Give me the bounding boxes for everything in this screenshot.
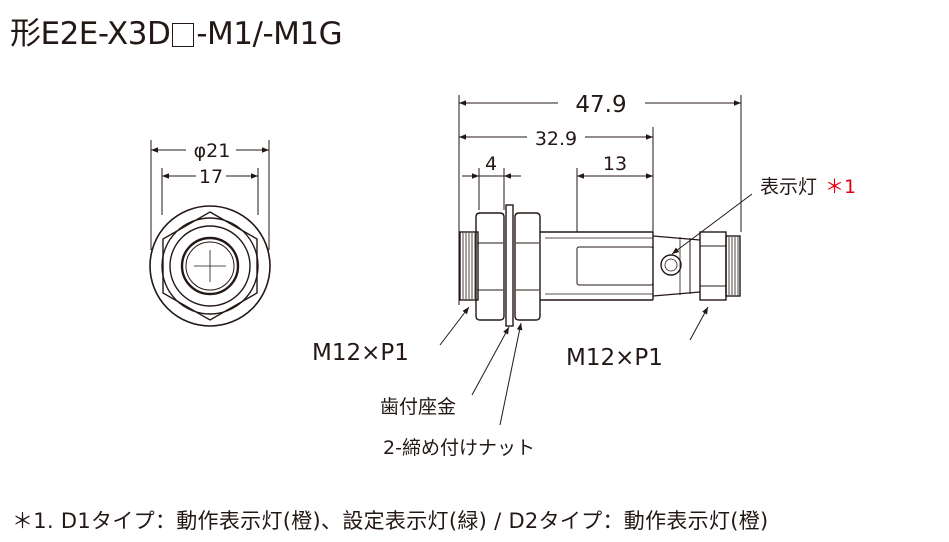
page-title: 形E2E-X3D -M1/-M1G	[10, 8, 343, 53]
thread-left-label: M12×P1	[312, 340, 409, 366]
model-suffix: -M1/-M1G	[196, 16, 343, 52]
indicator-note-mark: ＊1	[825, 176, 856, 198]
thread-right-label: M12×P1	[566, 345, 663, 371]
side-view	[439, 95, 753, 426]
toothed-washer-label: 歯付座金	[380, 396, 456, 418]
dim-body-length-label: 32.9	[535, 128, 577, 150]
indicator-label: 表示灯＊1	[760, 176, 856, 198]
footnote: ＊1. D1タイプ：動作表示灯(橙)、設定表示灯(緑) / D2タイプ：動作表示…	[12, 509, 769, 533]
dim-diameter-label: φ21	[194, 140, 231, 162]
placeholder-box-icon	[172, 23, 195, 47]
model-prefix: 形E2E-X3D	[10, 16, 171, 52]
nuts-label: 2-締め付けナット	[383, 437, 535, 459]
front-view	[149, 140, 271, 327]
dim-flat-length-label: 13	[603, 153, 627, 175]
dim-washer-label: 4	[485, 153, 497, 175]
dim-across-flats-label: 17	[199, 166, 223, 188]
dim-total-length-label: 47.9	[575, 92, 626, 118]
